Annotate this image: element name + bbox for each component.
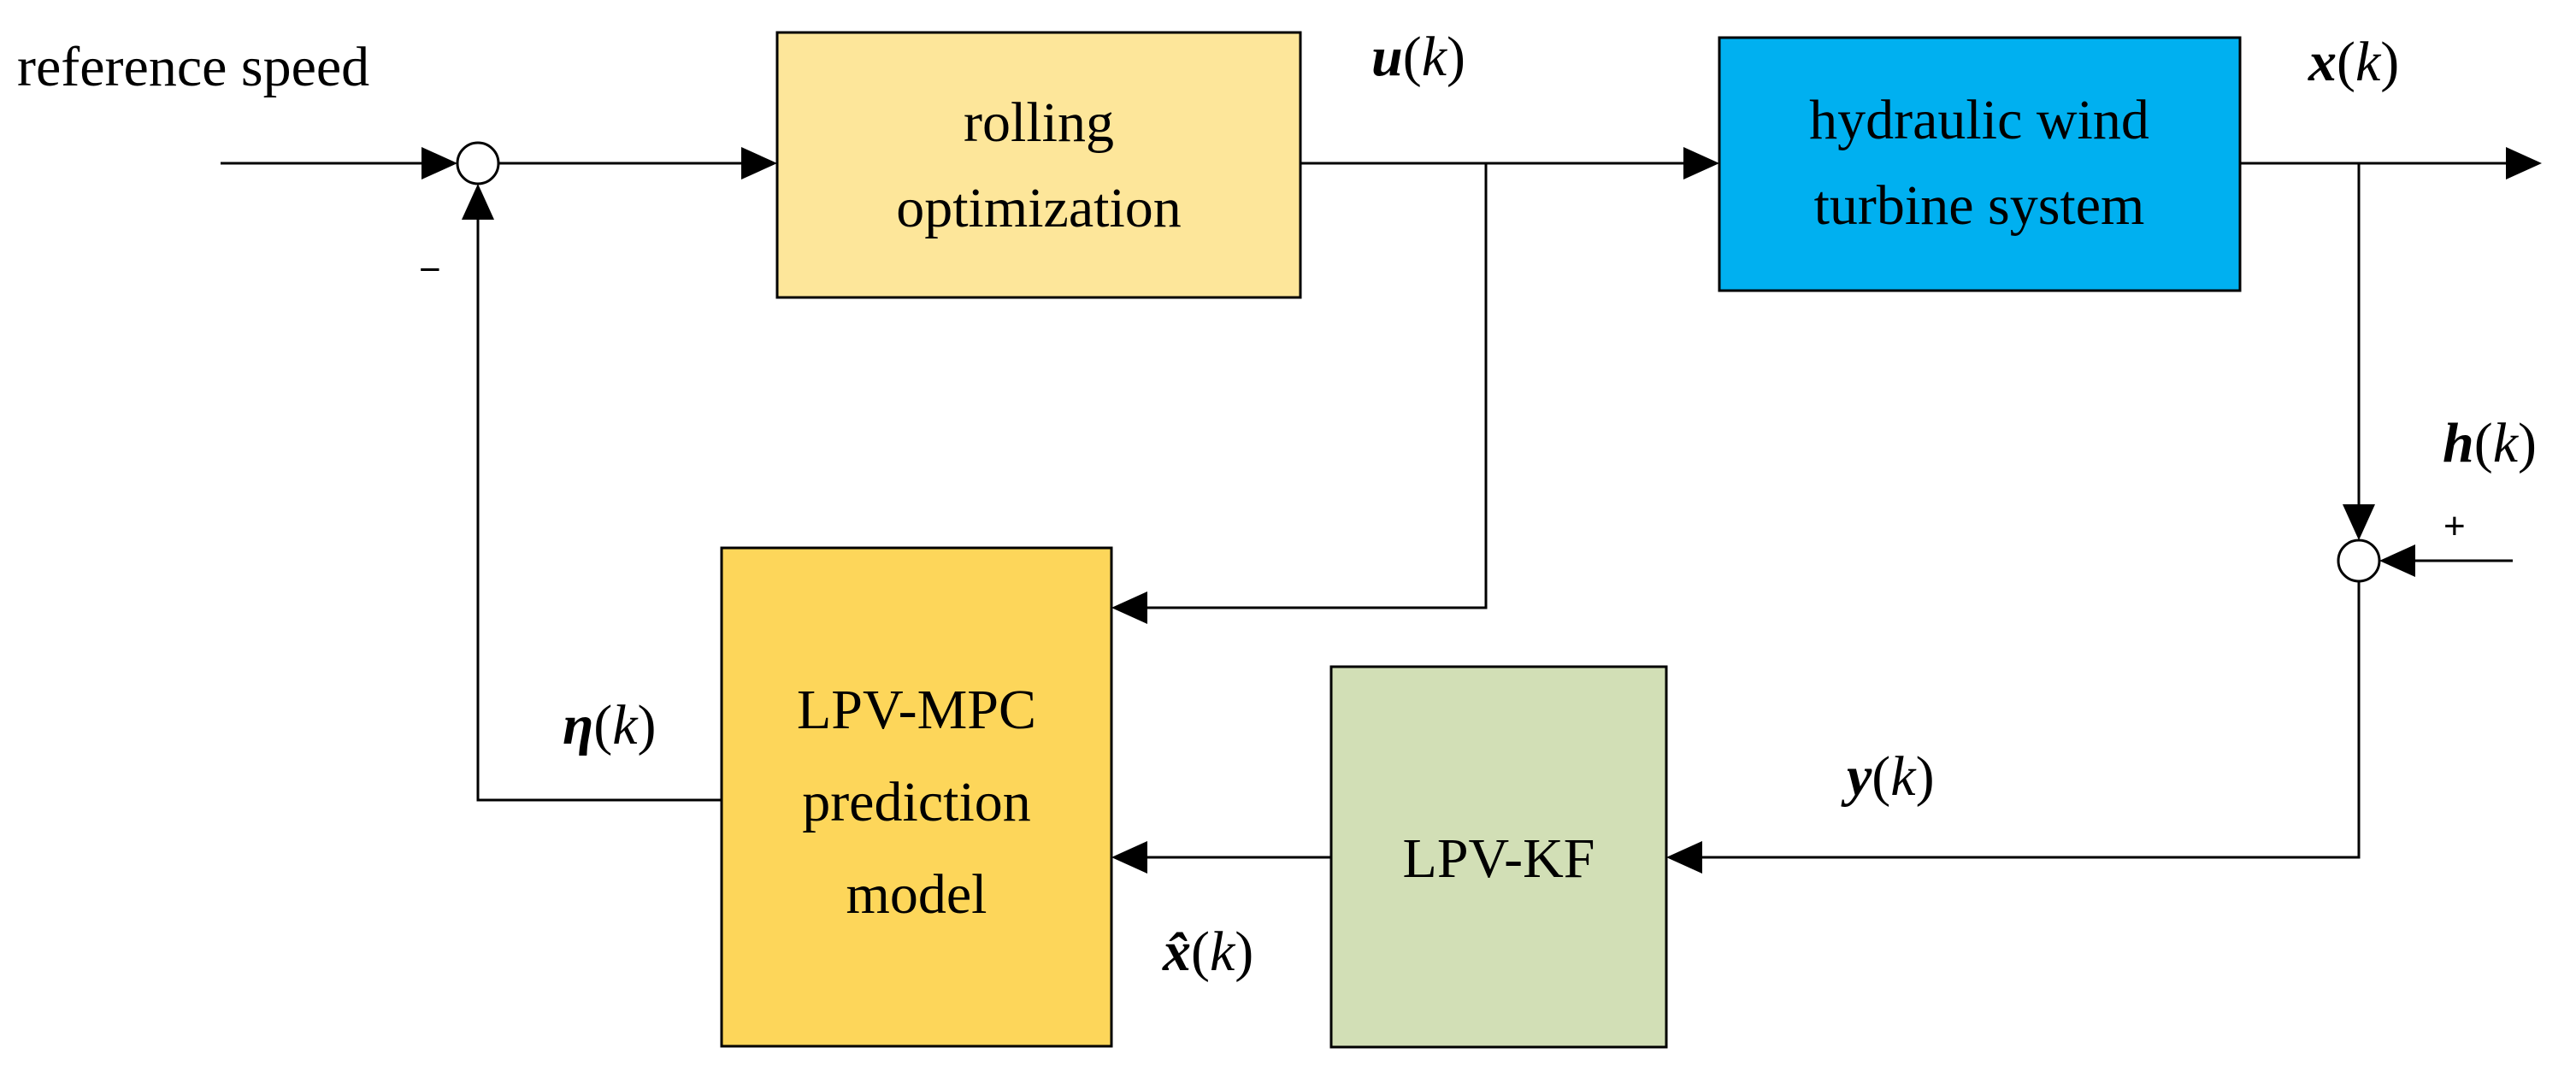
signal-x-label: x(k): [2308, 31, 2399, 93]
arrowhead-rolling-in: [741, 147, 777, 179]
plus-sign: +: [2443, 505, 2466, 547]
mpc-block-line3: model: [846, 863, 987, 926]
arrowhead-mpc-xhat-in: [1111, 841, 1147, 874]
hydraulic-turbine-block: [1718, 36, 2242, 292]
arrowhead-x-out: [2506, 147, 2542, 179]
kf-block-label: LPV-KF: [1403, 827, 1595, 890]
reference-speed-label: reference speed: [17, 36, 369, 98]
arrowhead-sum1-left: [421, 147, 457, 179]
signal-xhat-label: x̂(k): [1162, 921, 1253, 983]
mpc-block-line2: prediction: [802, 771, 1031, 833]
lpv-mpc-block: [720, 546, 1113, 1048]
rolling-optimization-block: [775, 31, 1302, 299]
signal-h-label: h(k): [2443, 412, 2537, 474]
arrowhead-sum2-top: [2343, 504, 2375, 540]
mpc-block-line1: LPV-MPC: [797, 679, 1036, 741]
sum-junction-reference: [456, 141, 500, 185]
minus-sign: −: [419, 249, 441, 291]
wire-y-to-kf: [1701, 581, 2361, 859]
wire-eta-feedback: [476, 215, 722, 802]
arrowhead-sum2-right: [2379, 544, 2415, 577]
rolling-block-line2: optimization: [896, 177, 1182, 239]
signal-u-label: u(k): [1371, 26, 1465, 88]
lpv-kf-block: [1329, 665, 1668, 1049]
arrowhead-turbine-in: [1683, 147, 1719, 179]
signal-y-label: y(k): [1841, 745, 1935, 808]
sum-junction-noise: [2337, 538, 2381, 583]
turbine-block-line2: turbine system: [1814, 174, 2145, 237]
signal-eta-label: η(k): [563, 694, 657, 756]
wire-u-branch-to-mpc: [1146, 163, 1488, 609]
rolling-block-line1: rolling: [964, 91, 1114, 154]
arrowhead-kf-in: [1666, 841, 1702, 874]
arrowhead-mpc-u-in: [1111, 591, 1147, 624]
turbine-block-line1: hydraulic wind: [1809, 89, 2149, 151]
arrowhead-sum1-bottom: [462, 184, 494, 220]
